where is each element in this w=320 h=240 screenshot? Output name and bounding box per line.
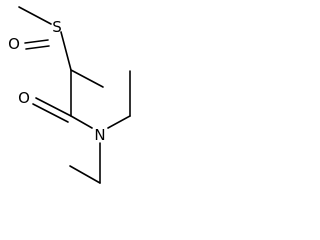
- nitrogen-atom-label: N: [94, 126, 105, 144]
- sulfur-atom-label: S: [52, 18, 62, 36]
- bond-alpha-carbon-methyl: [70, 69, 104, 88]
- bond-carbonyl-carbon-nitrogen: [70, 115, 93, 129]
- carbonyl-oxygen-atom-label: O: [18, 89, 30, 107]
- bond-carbonyl-double-1: [35, 97, 72, 117]
- bond-nitrogen-methyl: [69, 165, 101, 184]
- bond-carbonyl-double-2: [32, 103, 69, 123]
- bond-sulfinyl-double-2: [25, 45, 50, 50]
- bond-methyl-sulfur: [18, 6, 52, 25]
- bond-nitrogen-ethyl: [107, 115, 131, 129]
- structure-canvas: S O O N: [0, 0, 155, 207]
- bond-sulfinyl-double-1: [24, 39, 49, 44]
- molecule-structure-drawing: S O O N: [8, 6, 131, 184]
- bond-sulfur-alpha-carbon: [60, 31, 72, 71]
- sulfinyl-oxygen-atom-label: O: [8, 35, 20, 53]
